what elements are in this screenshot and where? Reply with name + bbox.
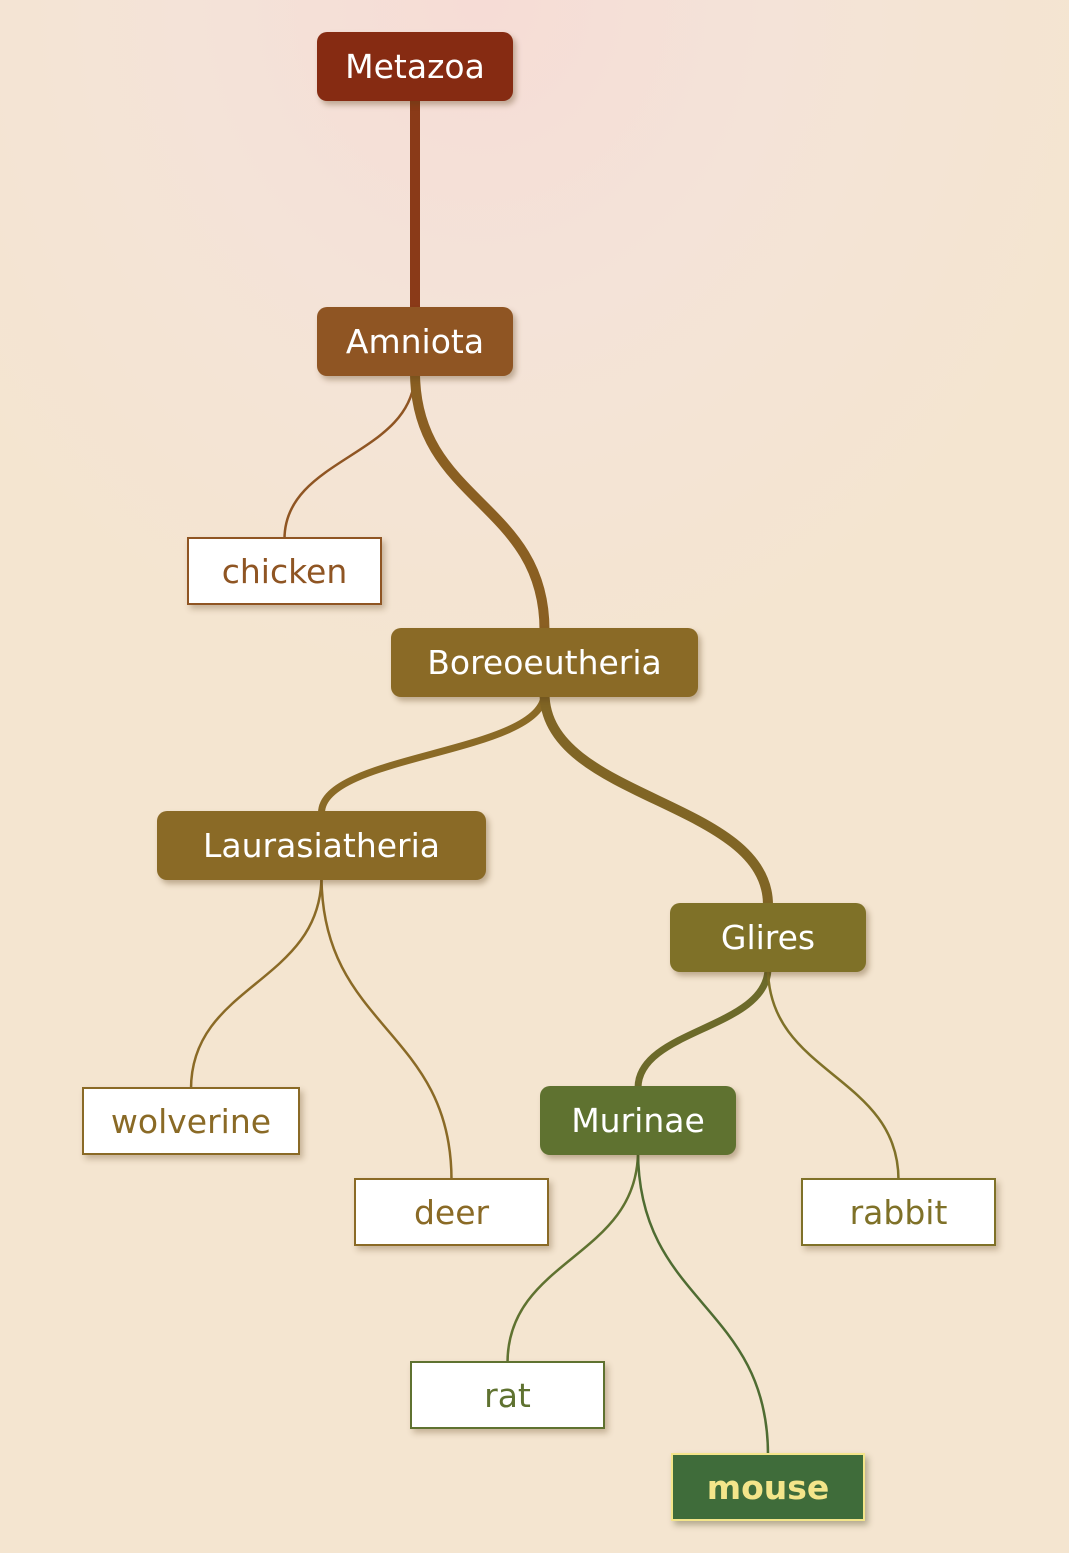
node-metazoa[interactable]: Metazoa	[317, 32, 513, 101]
leaf-mouse-highlighted[interactable]: mouse	[671, 1453, 865, 1521]
node-boreoeutheria[interactable]: Boreoeutheria	[391, 628, 698, 697]
node-amniota[interactable]: Amniota	[317, 307, 513, 376]
edge-glires-rabbit	[766, 966, 900, 1182]
leaf-deer[interactable]: deer	[354, 1178, 549, 1246]
edge-laurasiatheria-wolverine	[189, 874, 323, 1091]
leaf-rabbit[interactable]: rabbit	[801, 1178, 996, 1246]
leaf-chicken[interactable]: chicken	[187, 537, 382, 605]
edge-amniota-chicken	[283, 370, 417, 541]
edge-murinae-rat	[506, 1149, 640, 1365]
leaf-wolverine[interactable]: wolverine	[82, 1087, 300, 1155]
edge-murinae-mouse	[636, 1149, 770, 1457]
edge-boreoeutheria-laurasiatheria	[318, 689, 548, 817]
edge-boreoeutheria-glires	[539, 688, 773, 910]
node-glires[interactable]: Glires	[670, 903, 866, 972]
node-laurasiatheria[interactable]: Laurasiatheria	[157, 811, 486, 880]
edge-glires-murinae	[634, 964, 772, 1092]
node-murinae[interactable]: Murinae	[540, 1086, 736, 1155]
leaf-rat[interactable]: rat	[410, 1361, 605, 1429]
edge-laurasiatheria-deer	[320, 874, 453, 1182]
edge-amniota-boreoeutheria	[410, 367, 550, 635]
